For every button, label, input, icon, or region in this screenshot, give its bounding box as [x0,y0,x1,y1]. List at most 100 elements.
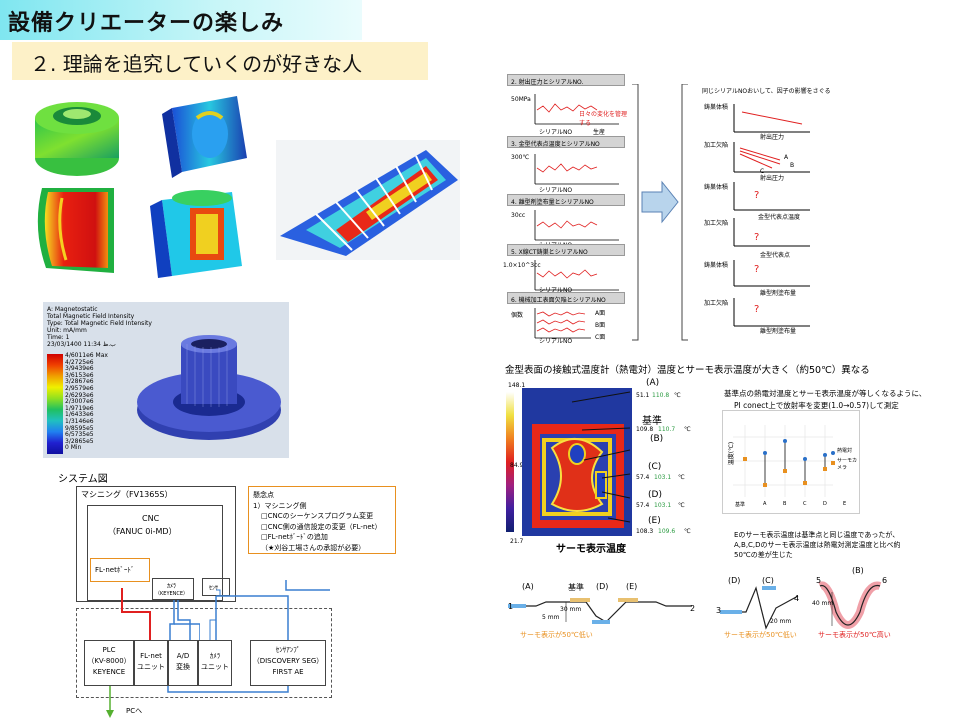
camera-link [169,600,200,640]
concern-item: 1）マシニング側 [253,501,307,510]
title-banner [0,0,362,40]
camera-label2: （KEYENCE） [155,591,189,597]
step-xlabel: シリアルNO [539,287,573,294]
step-xlabel: シリアルNO [539,187,573,194]
flunit-line: ユニット [137,663,165,671]
scale-bot: 21.7 [510,538,524,545]
factor-x: 金型代表点温度 [758,214,801,221]
thermo-desc1: 基準点の熱電対温度とサーモ表示温度が等しくなるように、 [724,389,927,398]
senamp-line: ｾﾝｻｱﾝﾌﾟ [275,646,301,654]
legend-value: 2/3007e6 [65,398,94,406]
comparison-chart [733,425,835,497]
factor-y: 加工欠陥 [704,300,729,307]
profile-node: 5 [816,576,822,585]
trend-chart-temp [534,154,619,185]
flnet-board-box: FL-netﾎﾞｰﾄﾞ [90,558,150,582]
point-ref: 103.1 [654,502,672,509]
point-label: 基準 [642,416,662,427]
point-ref: 103.1 [654,474,672,481]
legend-thermocouple: 熱電対 [837,448,853,454]
trend-chart-ct [534,260,619,291]
legend-value: 4/2725e6 [65,358,94,366]
point-label: (D) [648,490,662,500]
point-unit: ℃ [678,474,685,481]
factor-x: 離型剤塗布量 [760,290,797,297]
machining-box: マシニング（FV1365S） CNC （FANUC 0i-MD） FL-netﾎ… [76,486,236,602]
point-value: 57.4 [636,474,650,481]
point-label: (C) [648,462,662,472]
ad-line: 変換 [176,663,190,671]
cnc-box: CNC （FANUC 0i-MD） FL-netﾎﾞｰﾄﾞ [87,505,223,601]
concern-item: □CNC側の通信設定の変更（FL-net） [261,522,382,531]
profile-node: 4 [794,594,800,603]
chart-ylabel: 温度(℃) [728,441,736,466]
xcat: A [763,501,767,507]
point-unit: ℃ [684,426,691,433]
flnet-label: FL-netﾎﾞｰﾄﾞ [95,566,135,574]
factor-chart [733,104,810,133]
fea-parts-illustration [35,96,247,278]
system-title: システム図 [58,474,108,485]
trend-chart-release [534,210,619,241]
legend-value: 1/9719e6 [65,404,94,412]
magnet-legend: 4/6011e6 Max 4/2725e6 3/9439e6 3/6153e6 … [65,352,108,452]
concerns-title: 懸念点 [253,491,274,499]
senamp-line: FIRST AE [272,668,304,676]
factor-y: 鋳巣体積 [704,104,729,111]
concern-item: □FL-netﾎﾞｰﾄﾞの追加 [261,533,328,541]
step-title: 2. 射出圧力とシリアルNO. [511,79,584,86]
step-ylabel: 個数 [511,312,524,319]
thermo-caption: サーモ表示温度 [556,544,626,555]
factor-x: 金型代表点 [760,252,791,259]
flow-arrow [632,84,688,341]
point-ref: 109.6 [658,528,676,535]
xcat: C [803,501,807,507]
step-title: 5. X線CT鋳巣とシリアルNO [511,249,588,256]
unknown-mark: ? [754,304,760,315]
magnet-color-scale [47,354,63,454]
ad-box: A/D 変換 [168,640,198,686]
point-unit: ℃ [678,502,685,509]
flnet-unit-box: FL-net ユニット [134,640,168,686]
concern-item: □CNCのシーケンスプログラム変更 [261,512,374,520]
thermal-image [522,388,632,536]
profile-caption: サーモ表示が50℃低い [520,631,593,639]
profile-dim: 5 mm [542,614,560,621]
comparison-chart-frame: 温度(℃) 熱電対 サーモカメラ 基準 A B C D E [722,410,860,514]
unknown-mark: ? [754,232,760,243]
slide-subtitle: ２. 理論を追究していくのが好きな人 [30,52,363,76]
profile-sketch-2 [720,586,799,630]
point-value: 108.3 [636,528,654,535]
profile-label: (D) [596,582,609,591]
magnet-line: Unit: mA/mm [47,327,87,334]
camera-label: ｶﾒﾗ [167,583,177,590]
trend-chart-defects [534,308,591,339]
magnet-line: A: Magnetostatic [47,306,98,313]
factor-chart [733,182,810,211]
factor-series-label: C [760,168,765,175]
thermo-conclusion: Eのサーモ表示温度は基準点と同じ温度であったが、 A,B,C,Dのサーモ表示温度… [734,530,901,560]
legend-value: 3/6153e6 [65,371,94,379]
sensor-amp-box: ｾﾝｻｱﾝﾌﾟ （DISCOVERY SEG） FIRST AE [250,640,326,686]
step-title: 3. 金型代表点温度とシリアルNO [511,141,600,148]
profile-label: (A) [522,582,534,591]
legend-value: 2/9579e6 [65,384,94,392]
legend-value: 0 Min [65,444,82,452]
step-ylabel: 1.0×10^3cc [503,262,541,269]
step-title: 4. 離型剤塗布量とシリアルNO [511,199,594,206]
point-value: 51.1 [636,392,650,399]
factor-chart [733,142,810,173]
profile-dim: 30 mm [560,606,582,613]
pc-label: PCへ [126,707,143,715]
trend-chart-pressure [534,94,619,125]
point-unit: ℃ [684,528,691,535]
point-label: (A) [646,378,660,388]
slide-title: 設備クリエーターの楽しみ [8,11,285,36]
cnc-label: CNC [142,514,160,523]
plc-box: PLC （KV-8000） KEYENCE [84,640,134,686]
step-ylabel: 30cc [511,212,526,219]
step-xlabel: シリアルNO [539,338,573,345]
fea-grid-structure [276,140,460,260]
serial-trend-flow: 2. 射出圧力とシリアルNO. 50MPa 日々の変化を管理する シリアルNO … [503,74,631,345]
concerns-box: 懸念点 1）マシニング側 □CNCのシーケンスプログラム変更 □CNC側の通信設… [248,486,396,554]
